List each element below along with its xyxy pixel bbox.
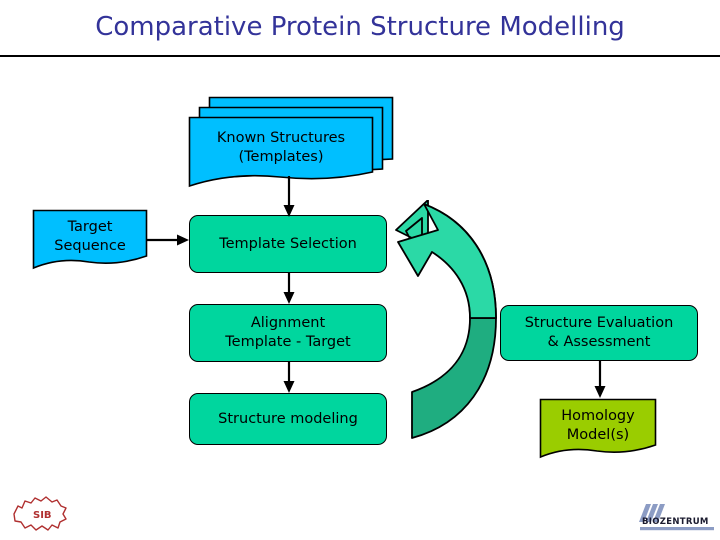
edge-known-structures-to-template-selection bbox=[281, 176, 297, 218]
biozentrum-logo-text: BIOZENTRUM bbox=[642, 517, 709, 527]
template-selection-label: Template Selection bbox=[219, 235, 357, 252]
sib-logo-text: SIB bbox=[33, 510, 52, 521]
edge-template-selection-to-alignment bbox=[281, 273, 297, 305]
structure-modeling-label: Structure modeling bbox=[218, 410, 358, 427]
sib-logo: SIB bbox=[8, 492, 74, 534]
title-divider bbox=[0, 55, 720, 57]
alignment-label: Alignment Template - Target bbox=[225, 315, 351, 350]
page-title: Comparative Protein Structure Modelling bbox=[95, 12, 625, 42]
alignment-box[interactable]: Alignment Template - Target bbox=[189, 304, 387, 362]
edge-target-sequence-to-template-selection bbox=[146, 232, 190, 248]
template-selection-box[interactable]: Template Selection bbox=[189, 215, 387, 273]
target-sequence-box[interactable]: Target Sequence bbox=[32, 209, 148, 271]
edge-alignment-to-structure-modeling bbox=[281, 362, 297, 394]
structure-evaluation-box[interactable]: Structure Evaluation & Assessment bbox=[500, 305, 698, 361]
biozentrum-logo: BIOZENTRUM bbox=[636, 500, 716, 534]
edge-structure-evaluation-to-homology-models bbox=[592, 361, 608, 399]
structure-modeling-box[interactable]: Structure modeling bbox=[189, 393, 387, 445]
curved-feedback-arrow bbox=[392, 200, 508, 448]
homology-models-box[interactable]: Homology Model(s) bbox=[539, 398, 657, 460]
structure-evaluation-label: Structure Evaluation & Assessment bbox=[524, 315, 674, 350]
